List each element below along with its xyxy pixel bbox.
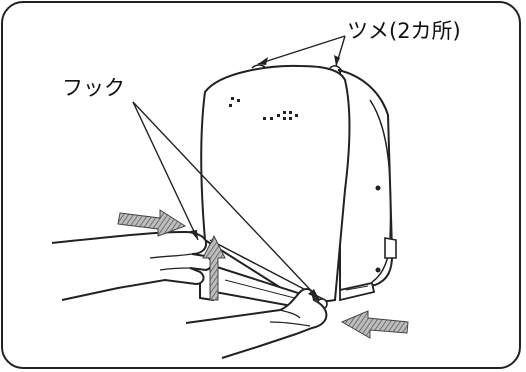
claw-arrowhead-2: [334, 55, 340, 66]
side-screw-2: [375, 267, 381, 273]
top-claw-right: [329, 65, 343, 73]
hook-callout-line-1: [132, 101, 199, 241]
push-arrow-right: [340, 310, 409, 339]
hook-label: フック: [62, 76, 125, 100]
left-hand: [51, 230, 213, 301]
lift-arrow-up: [202, 234, 226, 301]
appliance-side-bulge: [369, 99, 392, 283]
top-claw-left: [251, 64, 267, 69]
push-arrow-left: [117, 209, 187, 237]
claw-callout-line-1: [257, 35, 346, 65]
hook-arrowhead-1: [190, 230, 198, 240]
indicator-dots-left: [229, 97, 240, 107]
hook-arrowhead-2: [308, 289, 319, 299]
right-hand: [185, 288, 328, 359]
illustration-frame: [1, 1, 521, 369]
claw-arrowhead-1: [258, 57, 268, 65]
bracket-slot-2: [345, 285, 369, 291]
appliance-front-panel: [200, 64, 351, 303]
hook-callout-line-2: [132, 101, 320, 300]
side-knob: [384, 237, 397, 259]
base-bracket-right: [339, 281, 376, 302]
right-hand-finger-lines: [269, 309, 311, 327]
side-screw: [375, 185, 381, 191]
indicator-dots-right: [263, 111, 298, 120]
claw-label: ツメ(2カ所): [347, 19, 461, 43]
left-hand-finger-lines: [149, 253, 193, 271]
